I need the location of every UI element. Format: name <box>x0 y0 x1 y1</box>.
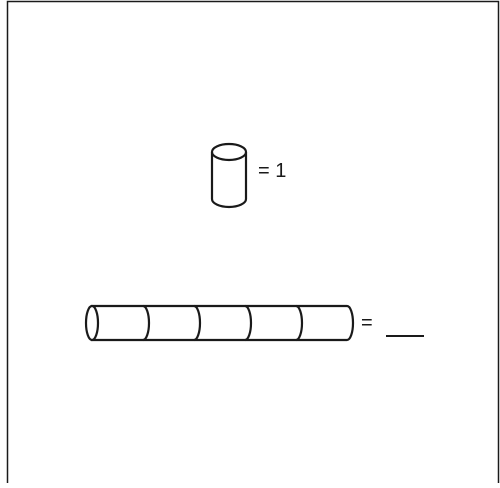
unit-cylinder-top <box>212 144 246 160</box>
answer-blank[interactable] <box>386 335 424 337</box>
rod-of-units <box>86 306 353 340</box>
rod-equals-sign: = <box>361 313 373 333</box>
rod-end-face <box>86 306 98 340</box>
frame-border <box>8 2 499 484</box>
unit-cylinder <box>212 144 246 207</box>
rod-body <box>92 306 353 340</box>
unit-value-label: = 1 <box>258 161 286 181</box>
